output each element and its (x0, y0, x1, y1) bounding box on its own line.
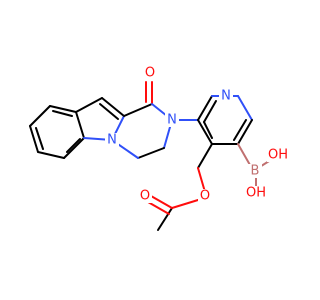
ester-oxygen-label: O (198, 189, 212, 204)
bond (237, 95, 253, 121)
hydroxyl-label-1: OH (267, 148, 289, 163)
bond (66, 138, 81, 153)
bond (99, 103, 119, 120)
bond (147, 201, 170, 215)
bond (101, 97, 125, 117)
bond (203, 121, 213, 139)
svg-text:OH: OH (246, 186, 266, 201)
atom-labels: O N N N B OH OH O (105, 66, 289, 204)
svg-text:B: B (251, 164, 260, 179)
bond (233, 119, 247, 141)
hydroxyl-label-2: OH (245, 186, 267, 201)
bond (75, 111, 85, 139)
bond (37, 151, 65, 159)
boron-label: B (248, 164, 262, 179)
bond (137, 147, 165, 159)
bond (197, 95, 213, 121)
bond (197, 143, 213, 169)
bond (237, 143, 251, 166)
pyrrole-ring (75, 97, 125, 141)
pyridine-nitrogen-label: N (219, 89, 233, 104)
carbonyl-oxygen-label: O (143, 66, 157, 81)
bond (203, 100, 217, 123)
bond (197, 119, 213, 145)
pyridine-ring (171, 95, 253, 145)
amide-nitrogen-label: N (165, 113, 179, 128)
bond (29, 105, 51, 127)
bond (171, 199, 199, 209)
indole-nitrogen-label: N (105, 133, 119, 148)
bond (35, 127, 44, 150)
molecule-structure: O N N N B OH OH O (29, 66, 289, 231)
bond (52, 110, 73, 117)
svg-text:OH: OH (268, 148, 288, 163)
svg-text:O: O (145, 66, 155, 81)
bond (197, 167, 206, 193)
bond (150, 195, 173, 209)
bond (157, 207, 173, 231)
acetyl-oxygen-label: O (138, 189, 152, 204)
bond (49, 105, 77, 113)
benzene-ring (29, 105, 85, 159)
svg-text:N: N (167, 113, 177, 128)
acetoxymethyl-group (147, 143, 213, 231)
svg-text:O: O (140, 189, 150, 204)
bond (63, 137, 85, 159)
bond (237, 119, 253, 145)
svg-text:N: N (107, 133, 117, 148)
bond (75, 97, 103, 113)
bond (29, 125, 39, 153)
svg-text:N: N (221, 89, 231, 104)
bond (123, 103, 153, 117)
svg-text:O: O (200, 189, 210, 204)
